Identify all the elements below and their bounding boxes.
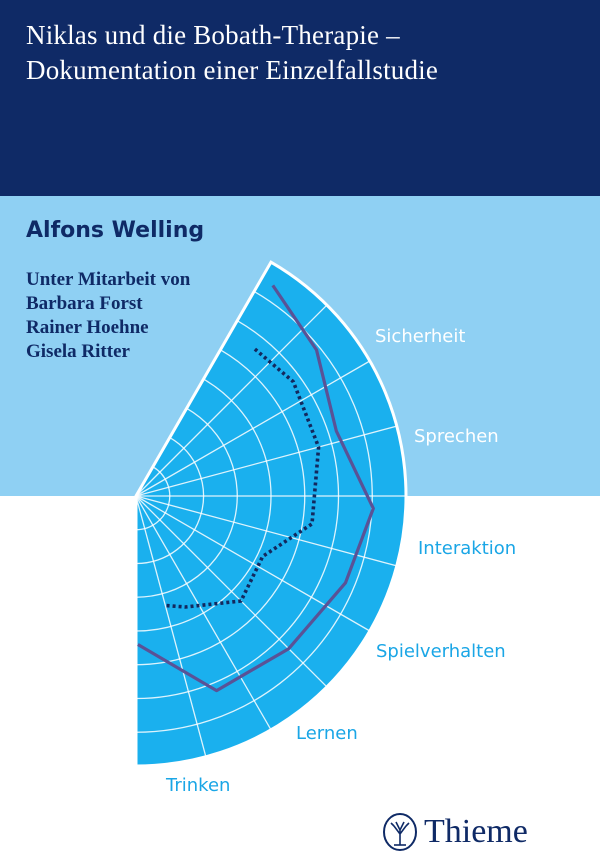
title-line-2: Dokumentation einer Einzelfallstudie bbox=[26, 55, 439, 85]
contributor-1: Barbara Forst bbox=[26, 293, 143, 314]
grid-spoke bbox=[135, 360, 371, 497]
grid-spoke bbox=[135, 304, 328, 497]
grid-spoke bbox=[135, 495, 371, 632]
title-band bbox=[0, 0, 600, 196]
publisher-name: Thieme bbox=[424, 813, 528, 850]
diagram-sector bbox=[134, 260, 408, 768]
grid-spoke bbox=[135, 495, 397, 567]
grid-spoke bbox=[135, 495, 272, 731]
collab-heading: Unter Mitarbeit von bbox=[26, 269, 191, 290]
author-name: Alfons Welling bbox=[26, 218, 205, 243]
sector-background bbox=[134, 260, 408, 768]
category-label-interaktion: Interaktion bbox=[418, 538, 517, 559]
category-label-sicherheit: Sicherheit bbox=[375, 326, 466, 347]
category-label-sprechen: Sprechen bbox=[414, 426, 499, 447]
profile-lines bbox=[137, 284, 375, 693]
diagram-grid bbox=[135, 290, 406, 757]
category-label-trinken: Trinken bbox=[166, 775, 231, 796]
grid-spoke bbox=[135, 495, 207, 757]
grid-spoke bbox=[135, 495, 328, 688]
book-title: Niklas und die Bobath-Therapie – Dokumen… bbox=[26, 18, 438, 88]
contributors-block: Unter Mitarbeit von Barbara Forst Rainer… bbox=[26, 268, 190, 364]
publisher-logo: Thieme bbox=[382, 812, 528, 852]
title-line-1: Niklas und die Bobath-Therapie – bbox=[26, 20, 400, 50]
profile-solid-line bbox=[137, 284, 375, 693]
contributor-3: Gisela Ritter bbox=[26, 341, 130, 362]
tree-seal-icon bbox=[383, 813, 417, 851]
grid-spoke bbox=[135, 425, 397, 497]
category-label-lernen: Lernen bbox=[296, 723, 358, 744]
contributor-2: Rainer Hoehne bbox=[26, 317, 149, 338]
category-label-spielverhalten: Spielverhalten bbox=[376, 641, 506, 662]
profile-dotted-line bbox=[165, 347, 321, 609]
